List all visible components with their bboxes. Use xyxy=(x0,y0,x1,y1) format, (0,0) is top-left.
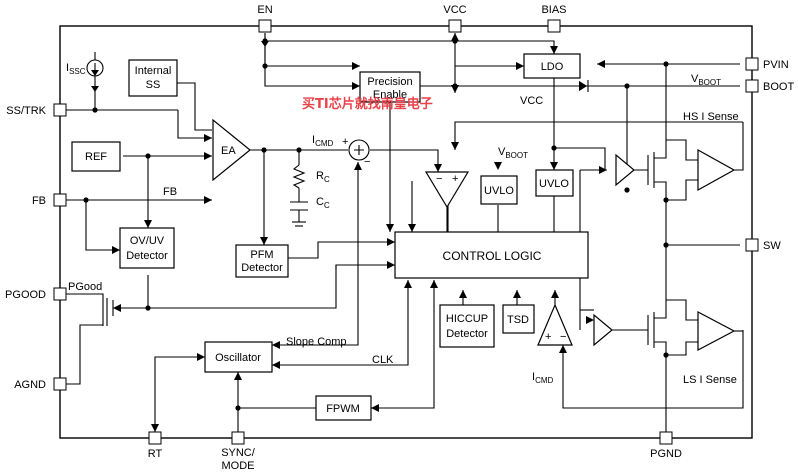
pin-sw-label: SW xyxy=(763,240,781,252)
oscillator-block xyxy=(204,341,273,373)
icmd-bottom-label: ICMD xyxy=(532,371,554,385)
pin-sync-mode-label-2: MODE xyxy=(222,460,255,472)
pfm-detector-block xyxy=(235,244,289,278)
control-logic-block xyxy=(394,231,589,279)
ls-current-comparator xyxy=(537,303,573,346)
internal-ss-line1: Internal xyxy=(135,65,172,77)
ls-sense-label: LS I Sense xyxy=(683,374,737,386)
internal-ss-block xyxy=(128,59,178,97)
control-logic-label: CONTROL LOGIC xyxy=(443,249,542,263)
uvlo-left-block xyxy=(480,175,518,205)
pin-pgood-label: PGOOD xyxy=(5,289,46,301)
pgood-inner-label: PGood xyxy=(68,281,102,293)
precision-enable-block xyxy=(359,71,421,103)
uvlo-right-block xyxy=(535,169,574,197)
slope-comp-label: Slope Comp xyxy=(286,336,347,348)
sum-minus-sign: − xyxy=(364,156,370,168)
pin-agnd-label: AGND xyxy=(14,379,46,391)
oscillator-label: Oscillator xyxy=(215,352,261,364)
pin-pgnd xyxy=(659,431,673,445)
summing-node xyxy=(348,139,370,161)
rc-network xyxy=(290,164,308,227)
pin-agnd xyxy=(53,377,67,391)
uvlo-left-label: UVLO xyxy=(484,185,514,197)
uvlo-right-label: UVLO xyxy=(539,178,569,190)
hs-driver xyxy=(615,153,635,187)
fb-inner-label: FB xyxy=(163,186,177,198)
pin-pgood xyxy=(53,287,67,301)
ref-block xyxy=(71,141,121,172)
ls-minus-sign: − xyxy=(560,331,566,343)
pin-bias xyxy=(547,19,561,33)
ea-label: EA xyxy=(221,145,236,157)
tsd-label: TSD xyxy=(507,314,529,326)
pin-pgnd-label: PGND xyxy=(650,448,682,460)
pfm-line2: Detector xyxy=(241,262,283,274)
chip-boundary xyxy=(59,25,753,439)
ea-amplifier xyxy=(212,118,251,182)
issc-label: ISSC xyxy=(66,62,86,76)
pin-ss-trk-label: SS/TRK xyxy=(6,105,46,117)
pin-rt xyxy=(148,431,162,445)
pin-fb xyxy=(53,193,67,207)
precision-enable-line2: Enable xyxy=(373,89,407,101)
pin-fb-label: FB xyxy=(32,195,46,207)
pin-boot-label: BOOT xyxy=(763,81,794,93)
ldo-block xyxy=(523,53,581,79)
hiccup-detector-block xyxy=(439,304,495,348)
ls-driver xyxy=(593,313,613,347)
fpwm-label: FPWM xyxy=(326,403,360,415)
internal-ss-line2: SS xyxy=(146,79,161,91)
hs-sense-amplifier xyxy=(697,148,736,192)
pgood-fet xyxy=(102,298,114,326)
pin-rt-label: RT xyxy=(148,448,163,460)
precision-enable-line1: Precision xyxy=(367,76,412,88)
cc-label: CC xyxy=(316,196,330,210)
clk-label: CLK xyxy=(372,354,394,366)
hs-mosfet xyxy=(647,122,744,201)
hs-sense-label: HS I Sense xyxy=(683,111,739,123)
ls-sense-amplifier xyxy=(697,311,736,351)
pin-sw xyxy=(745,238,759,252)
pin-en-label: EN xyxy=(257,4,272,16)
ref-label: REF xyxy=(85,151,107,163)
watermark-text: 买TI芯片就找南皇电子 xyxy=(302,96,433,112)
pin-pvin xyxy=(745,57,759,71)
tsd-block xyxy=(502,304,535,334)
pfm-line1: PFM xyxy=(250,249,273,261)
ldo-label: LDO xyxy=(541,61,564,73)
pin-ss-trk xyxy=(53,103,67,117)
ls-mosfet xyxy=(647,290,743,356)
ls-plus-sign: + xyxy=(545,331,551,343)
cmd-minus-sign: − xyxy=(436,173,442,185)
vboot-mid-label: VBOOT xyxy=(498,146,528,160)
pins xyxy=(53,19,759,445)
pin-en xyxy=(258,19,272,33)
hiccup-line2: Detector xyxy=(446,328,488,340)
pin-boot xyxy=(745,79,759,93)
rc-label: RC xyxy=(316,170,330,184)
cmd-comparator xyxy=(424,171,470,209)
sum-plus-sign: + xyxy=(342,136,348,148)
ovuv-line2: Detector xyxy=(126,250,168,262)
pin-bias-label: BIAS xyxy=(541,4,566,16)
pin-sync-mode-label-1: SYNC/ xyxy=(221,447,256,459)
cmd-plus-sign: + xyxy=(452,173,458,185)
boot-diode xyxy=(579,80,589,92)
pin-vcc xyxy=(448,19,462,33)
ovuv-line1: OV/UV xyxy=(130,235,165,247)
issc-current-source xyxy=(86,52,104,92)
vcc-inner-label: VCC xyxy=(520,95,543,107)
pin-sync-mode xyxy=(231,431,245,445)
vboot-top-label: VBOOT xyxy=(691,73,721,87)
wires xyxy=(60,33,744,432)
pin-vcc-label: VCC xyxy=(443,4,466,16)
icmd-label: ICMD xyxy=(312,134,334,148)
ovuv-detector-block xyxy=(119,227,175,269)
fpwm-block xyxy=(315,395,372,421)
hiccup-line1: HICCUP xyxy=(446,313,488,325)
pin-pvin-label: PVIN xyxy=(763,59,789,71)
